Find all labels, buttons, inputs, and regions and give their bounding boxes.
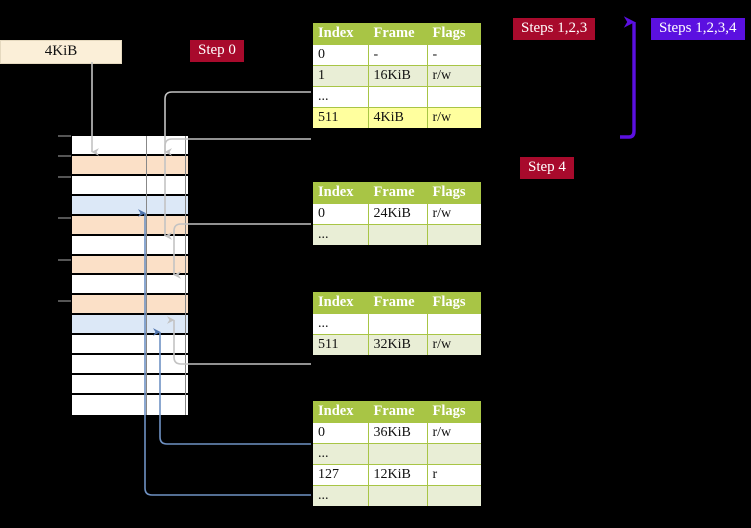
- table-cell: [367, 86, 428, 108]
- memory-tick: [58, 259, 71, 261]
- memory-block: [72, 395, 188, 415]
- memory-block: [72, 215, 188, 236]
- column-header-index: Index: [311, 290, 369, 314]
- table-cell: r/w: [426, 422, 483, 444]
- memory-block: [72, 255, 188, 276]
- memory-block: [72, 155, 188, 176]
- memory-block: [72, 375, 188, 396]
- table-cell: 32KiB: [367, 334, 428, 357]
- steps-loop-arrow: [620, 16, 636, 139]
- column-header-flags: Flags: [426, 290, 483, 314]
- table-cell: [426, 485, 483, 508]
- table-cell: ...: [311, 86, 369, 108]
- step0-badge: Step 0: [190, 40, 244, 62]
- table-cell: [426, 224, 483, 247]
- table-cell: 16KiB: [367, 65, 428, 87]
- pd-511-connector: [167, 316, 311, 365]
- memory-block: [72, 355, 188, 376]
- frame-size-label-box: 4KiB: [0, 40, 122, 64]
- table-cell: 1: [311, 65, 369, 87]
- column-header-frame: Frame: [367, 290, 428, 314]
- column-header-frame: Frame: [367, 180, 428, 204]
- table-cell: ...: [311, 443, 369, 465]
- table-cell: [367, 224, 428, 247]
- table-cell: r: [426, 464, 483, 486]
- memory-column-divider: [185, 136, 186, 415]
- table-cell: 24KiB: [367, 203, 428, 225]
- column-header-flags: Flags: [426, 180, 483, 204]
- table-cell: ...: [311, 224, 369, 247]
- memory-block: [72, 295, 188, 316]
- table-cell: [367, 485, 428, 508]
- memory-column-divider: [146, 136, 147, 415]
- column-header-index: Index: [311, 399, 369, 423]
- table-cell: [367, 443, 428, 465]
- table-row: ...: [311, 224, 483, 247]
- column-header-flags: Flags: [426, 21, 483, 45]
- table-cell: [367, 313, 428, 335]
- table-cell: r/w: [426, 65, 483, 87]
- memory-block: [72, 235, 188, 256]
- pdpt-0-connector: [173, 223, 311, 279]
- steps1234-badge: Steps 1,2,3,4: [651, 18, 745, 40]
- memory-tick: [58, 176, 71, 178]
- memory-block: [72, 195, 188, 216]
- memory-tick: [58, 155, 71, 157]
- table-cell: 0: [311, 422, 369, 444]
- table-row: 0--: [311, 44, 483, 66]
- memory-tick: [58, 300, 71, 302]
- column-header-frame: Frame: [367, 399, 428, 423]
- table-cell: -: [426, 44, 483, 66]
- column-header-frame: Frame: [367, 21, 428, 45]
- memory-block: [72, 275, 188, 296]
- column-header-index: Index: [311, 180, 369, 204]
- memory-tick: [58, 217, 71, 219]
- memory-block: [72, 315, 188, 336]
- table-cell: 4KiB: [367, 107, 428, 130]
- table-cell: [426, 313, 483, 335]
- table-cell: r/w: [426, 107, 483, 130]
- table-cell: ...: [311, 485, 369, 508]
- table-row: ...: [311, 313, 483, 335]
- table-cell: -: [367, 44, 428, 66]
- memory-block: [72, 175, 188, 196]
- table-cell: r/w: [426, 203, 483, 225]
- table-cell: 511: [311, 334, 369, 357]
- table-row: ...: [311, 485, 483, 508]
- table-cell: 0: [311, 44, 369, 66]
- physical-memory-column: [70, 134, 190, 417]
- table-cell: [426, 86, 483, 108]
- table-cell: ...: [311, 313, 369, 335]
- table-cell: 127: [311, 464, 369, 486]
- steps123-badge: Steps 1,2,3: [513, 18, 596, 40]
- memory-block: [72, 136, 188, 156]
- table-cell: 12KiB: [367, 464, 428, 486]
- memory-block: [72, 335, 188, 356]
- table-cell: 511: [311, 107, 369, 130]
- table-cell: [426, 443, 483, 465]
- column-header-index: Index: [311, 21, 369, 45]
- memory-tick: [58, 135, 71, 137]
- table-row: ...: [311, 443, 483, 465]
- step4-badge: Step 4: [520, 157, 574, 179]
- table-cell: 36KiB: [367, 422, 428, 444]
- table-row: ...: [311, 86, 483, 108]
- table-cell: 0: [311, 203, 369, 225]
- column-header-flags: Flags: [426, 399, 483, 423]
- table-cell: r/w: [426, 334, 483, 357]
